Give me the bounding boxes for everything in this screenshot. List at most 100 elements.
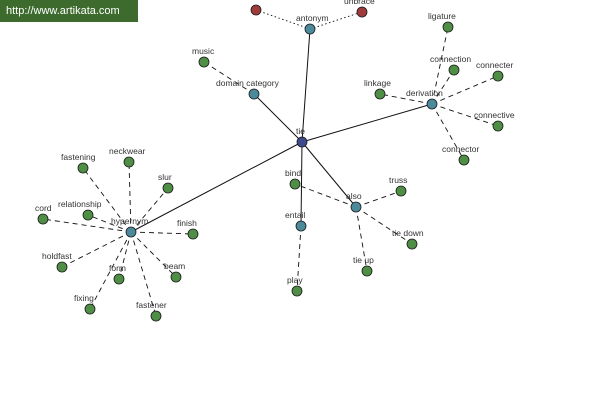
node-slur-label: slur bbox=[158, 172, 172, 182]
node-connective-marker[interactable] bbox=[492, 120, 504, 132]
node-truss-marker[interactable] bbox=[395, 185, 407, 197]
node-hypernym-marker[interactable] bbox=[125, 226, 137, 238]
node-play-marker[interactable] bbox=[291, 285, 303, 297]
edge-hypernym-beam bbox=[130, 231, 177, 278]
edge-tie-hypernym bbox=[130, 141, 303, 233]
node-also[interactable]: also bbox=[346, 191, 362, 213]
node-linkage-marker[interactable] bbox=[374, 88, 386, 100]
node-form-marker[interactable] bbox=[113, 273, 125, 285]
node-play[interactable]: play bbox=[287, 275, 303, 297]
node-relationship-marker[interactable] bbox=[82, 209, 94, 221]
edge-hypernym-slur bbox=[130, 187, 169, 233]
node-hypernym[interactable]: hypernym bbox=[111, 216, 148, 238]
node-derivation[interactable]: derivation bbox=[406, 88, 443, 110]
node-ant_left-marker[interactable] bbox=[250, 4, 262, 16]
node-fastening[interactable]: fastening bbox=[61, 152, 96, 174]
node-music[interactable]: music bbox=[192, 46, 215, 68]
edge-domain_category-music bbox=[203, 61, 255, 95]
node-domain_category-marker[interactable] bbox=[248, 88, 260, 100]
node-truss[interactable]: truss bbox=[389, 175, 407, 197]
edge-also-truss bbox=[355, 190, 402, 208]
node-holdfast[interactable]: holdfast bbox=[42, 251, 72, 273]
node-tie-marker[interactable] bbox=[296, 136, 308, 148]
node-connecter-marker[interactable] bbox=[492, 70, 504, 82]
node-unbrace-marker[interactable] bbox=[356, 6, 368, 18]
node-cord-label: cord bbox=[35, 203, 52, 213]
node-cord[interactable]: cord bbox=[35, 203, 52, 225]
node-beam-marker[interactable] bbox=[170, 271, 182, 283]
node-form[interactable]: form bbox=[109, 263, 126, 285]
node-finish[interactable]: finish bbox=[177, 218, 199, 240]
node-also-marker[interactable] bbox=[350, 201, 362, 213]
edge-hypernym-cord bbox=[42, 218, 132, 233]
node-fastening-label: fastening bbox=[61, 152, 96, 162]
edge-hypernym-holdfast bbox=[61, 231, 132, 268]
node-antonym[interactable]: antonym bbox=[296, 13, 329, 35]
node-fixing-label: fixing bbox=[74, 293, 94, 303]
node-ant_left[interactable] bbox=[250, 4, 262, 16]
node-tie_down-marker[interactable] bbox=[406, 238, 418, 250]
node-tie_down[interactable]: tie down bbox=[392, 228, 424, 250]
node-derivation-marker[interactable] bbox=[426, 98, 438, 110]
node-form-label: form bbox=[109, 263, 126, 273]
node-cord-marker[interactable] bbox=[37, 213, 49, 225]
node-relationship[interactable]: relationship bbox=[58, 199, 102, 221]
node-fastening-marker[interactable] bbox=[77, 162, 89, 174]
node-tie_up[interactable]: tie up bbox=[353, 255, 374, 277]
node-beam[interactable]: beam bbox=[164, 261, 185, 283]
node-bind-marker[interactable] bbox=[289, 178, 301, 190]
node-antonym-label: antonym bbox=[296, 13, 329, 23]
node-neckwear[interactable]: neckwear bbox=[109, 146, 146, 168]
edge-also-bind bbox=[294, 183, 357, 208]
node-connector-marker[interactable] bbox=[458, 154, 470, 166]
node-connection[interactable]: connection bbox=[430, 54, 471, 76]
edge-derivation-connector bbox=[431, 103, 465, 161]
edge-hypernym-fixing bbox=[89, 231, 132, 310]
node-entail-label: entail bbox=[285, 210, 305, 220]
node-tie_up-label: tie up bbox=[353, 255, 374, 265]
edge-derivation-connecter bbox=[431, 75, 499, 105]
edge-hypernym-form bbox=[118, 231, 132, 280]
node-hypernym-label: hypernym bbox=[111, 216, 148, 226]
node-domain_category-label: domain category bbox=[216, 78, 280, 88]
node-unbrace[interactable]: unbrace bbox=[344, 0, 375, 18]
node-slur-marker[interactable] bbox=[162, 182, 174, 194]
node-ligature-marker[interactable] bbox=[442, 21, 454, 33]
node-derivation-label: derivation bbox=[406, 88, 443, 98]
node-tie[interactable]: tie bbox=[296, 126, 308, 148]
edge-antonym-unbrace bbox=[309, 11, 363, 30]
node-unbrace-label: unbrace bbox=[344, 0, 375, 6]
node-music-marker[interactable] bbox=[198, 56, 210, 68]
edge-tie-entail bbox=[300, 141, 303, 227]
node-beam-label: beam bbox=[164, 261, 185, 271]
node-slur[interactable]: slur bbox=[158, 172, 174, 194]
node-finish-marker[interactable] bbox=[187, 228, 199, 240]
node-antonym-marker[interactable] bbox=[304, 23, 316, 35]
node-tie_up-marker[interactable] bbox=[361, 265, 373, 277]
node-fastener[interactable]: fastener bbox=[136, 300, 167, 322]
node-music-label: music bbox=[192, 46, 215, 56]
node-entail[interactable]: entail bbox=[285, 210, 307, 232]
node-fixing-marker[interactable] bbox=[84, 303, 96, 315]
node-connector[interactable]: connector bbox=[442, 144, 479, 166]
node-ligature[interactable]: ligature bbox=[428, 11, 456, 33]
edge-also-tie_up bbox=[355, 206, 368, 272]
node-connective[interactable]: connective bbox=[474, 110, 515, 132]
node-linkage-label: linkage bbox=[364, 78, 391, 88]
node-connection-marker[interactable] bbox=[448, 64, 460, 76]
edge-also-tie_down bbox=[355, 206, 413, 245]
node-holdfast-marker[interactable] bbox=[56, 261, 68, 273]
node-linkage[interactable]: linkage bbox=[364, 78, 391, 100]
node-also-label: also bbox=[346, 191, 362, 201]
node-connecter[interactable]: connecter bbox=[476, 60, 513, 82]
node-neckwear-marker[interactable] bbox=[123, 156, 135, 168]
node-finish-label: finish bbox=[177, 218, 197, 228]
node-ligature-label: ligature bbox=[428, 11, 456, 21]
node-play-label: play bbox=[287, 275, 303, 285]
node-domain_category[interactable]: domain category bbox=[216, 78, 280, 100]
node-fastener-marker[interactable] bbox=[150, 310, 162, 322]
node-fixing[interactable]: fixing bbox=[74, 293, 96, 315]
node-entail-marker[interactable] bbox=[295, 220, 307, 232]
node-bind[interactable]: bind bbox=[285, 168, 301, 190]
